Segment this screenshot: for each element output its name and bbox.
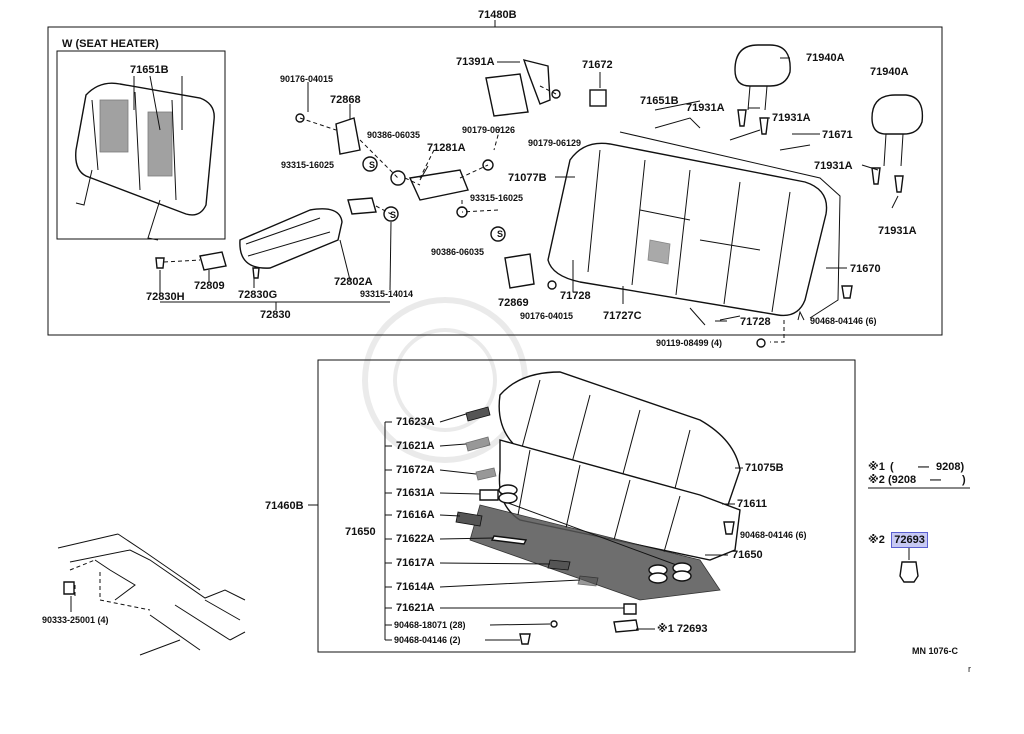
screw-marker-s-3: S	[496, 229, 503, 239]
label-90468-18071: 90468-18071 (28)	[394, 620, 466, 630]
label-71651B: 71651B	[640, 95, 679, 107]
label-71077B: 71077B	[508, 172, 547, 184]
cushion-frame	[317, 359, 856, 653]
label-71931A-2: 71931A	[772, 112, 811, 124]
label-72830G: 72830G	[238, 289, 278, 301]
label-heater-71651B: 71651B	[130, 64, 169, 76]
heater-seatback-drawing	[75, 75, 215, 241]
label-72869: 72869	[498, 297, 529, 309]
label-71728-a: 71728	[560, 290, 591, 302]
label-72809: 72809	[194, 280, 225, 292]
floor-sketch	[57, 533, 246, 656]
label-71931A-3: 71931A	[814, 160, 853, 172]
label-71480B: 71480B	[478, 9, 517, 21]
label-72868: 72868	[330, 94, 361, 106]
label-71631A: 71631A	[396, 487, 435, 499]
label-71728-b: 71728	[740, 316, 771, 328]
legend-line1-open: (	[890, 461, 894, 473]
highlighted-part-72693[interactable]: ※2 72693	[868, 530, 928, 548]
label-71671: 71671	[822, 129, 853, 141]
legend-line1-mark: ※1	[868, 461, 885, 473]
label-71614A: 71614A	[396, 581, 435, 593]
screw-marker-s-1: S	[368, 160, 375, 170]
label-71672: 71672	[582, 59, 613, 71]
label-71931A-4: 71931A	[878, 225, 917, 237]
label-90468-04146-6a: 90468-04146 (6)	[810, 316, 877, 326]
label-90119-08499: 90119-08499 (4)	[656, 338, 723, 348]
label-71727C: 71727C	[603, 310, 642, 322]
legend-line1-dash: —	[918, 461, 929, 473]
legend-line2-close: )	[962, 474, 966, 486]
heater-box-title: W (SEAT HEATER)	[62, 38, 159, 50]
label-71672A: 71672A	[396, 464, 435, 476]
legend-line1-end: 9208)	[936, 461, 965, 473]
label-90179-06129: 90179-06129	[528, 138, 582, 148]
label-72693-variant1: ※1 72693	[657, 623, 708, 635]
legend-line2-dash: —	[930, 474, 941, 486]
legend-line2-mark: ※2	[868, 474, 885, 486]
label-90468-04146-6b: 90468-04146 (6)	[740, 530, 807, 540]
cushion-drawing	[455, 371, 741, 645]
label-90468-04146-2: 90468-04146 (2)	[394, 635, 461, 645]
highlight-mark: ※2	[868, 534, 885, 546]
figure-code: MN 1076-C	[912, 646, 959, 656]
leader-lines-upper	[159, 57, 899, 322]
legend: ※1 ( — 9208) ※2 (9208 — )	[868, 461, 972, 487]
label-71931A-1: 71931A	[686, 102, 725, 114]
label-72830H: 72830H	[146, 291, 185, 303]
label-71621A-b: 71621A	[396, 602, 435, 614]
leader-lines-lower	[385, 413, 743, 641]
label-71940A-2: 71940A	[870, 66, 909, 78]
screw-marker-s-2: S	[389, 210, 396, 220]
label-93315-16025-a: 93315-16025	[281, 160, 335, 170]
label-90333-25001: 90333-25001 (4)	[42, 615, 109, 625]
legend-lines	[868, 487, 970, 583]
label-90386-06035-a: 90386-06035	[367, 130, 421, 140]
label-71623A: 71623A	[396, 416, 435, 428]
corner-mark: r	[968, 664, 971, 674]
label-90386-06035-b: 90386-06035	[431, 247, 485, 257]
label-71622A: 71622A	[396, 533, 435, 545]
label-71075B: 71075B	[745, 462, 784, 474]
label-71611: 71611	[737, 498, 767, 510]
label-90176-04015-b: 90176-04015	[520, 311, 574, 321]
label-72802A: 72802A	[334, 276, 373, 288]
label-71616A: 71616A	[396, 509, 435, 521]
highlight-part-number[interactable]: 72693	[891, 532, 928, 548]
label-71391A: 71391A	[456, 56, 495, 68]
springs	[498, 484, 692, 584]
seatback-drawing	[547, 89, 841, 326]
label-71650-right: 71650	[732, 549, 763, 561]
label-93315-16025-b: 93315-16025	[470, 193, 524, 203]
label-71281A: 71281A	[427, 142, 466, 154]
seat-heater-inset	[56, 50, 226, 240]
label-90179-06126: 90179-06126	[462, 125, 516, 135]
watermark	[362, 297, 528, 463]
seatback-hardware	[295, 59, 853, 348]
label-71460B: 71460B	[265, 500, 304, 512]
legend-line2-start: (9208	[888, 474, 917, 486]
headrest-drawings	[734, 44, 924, 193]
label-90176-04015-a: 90176-04015	[280, 74, 334, 84]
label-71940A-1: 71940A	[806, 52, 845, 64]
armrest-drawing	[155, 156, 506, 279]
label-71670: 71670	[850, 263, 881, 275]
label-71650-left: 71650	[345, 526, 376, 538]
label-72830: 72830	[260, 309, 291, 321]
label-71617A: 71617A	[396, 557, 435, 569]
label-71621A-a: 71621A	[396, 440, 435, 452]
label-93315-14014: 93315-14014	[360, 289, 414, 299]
